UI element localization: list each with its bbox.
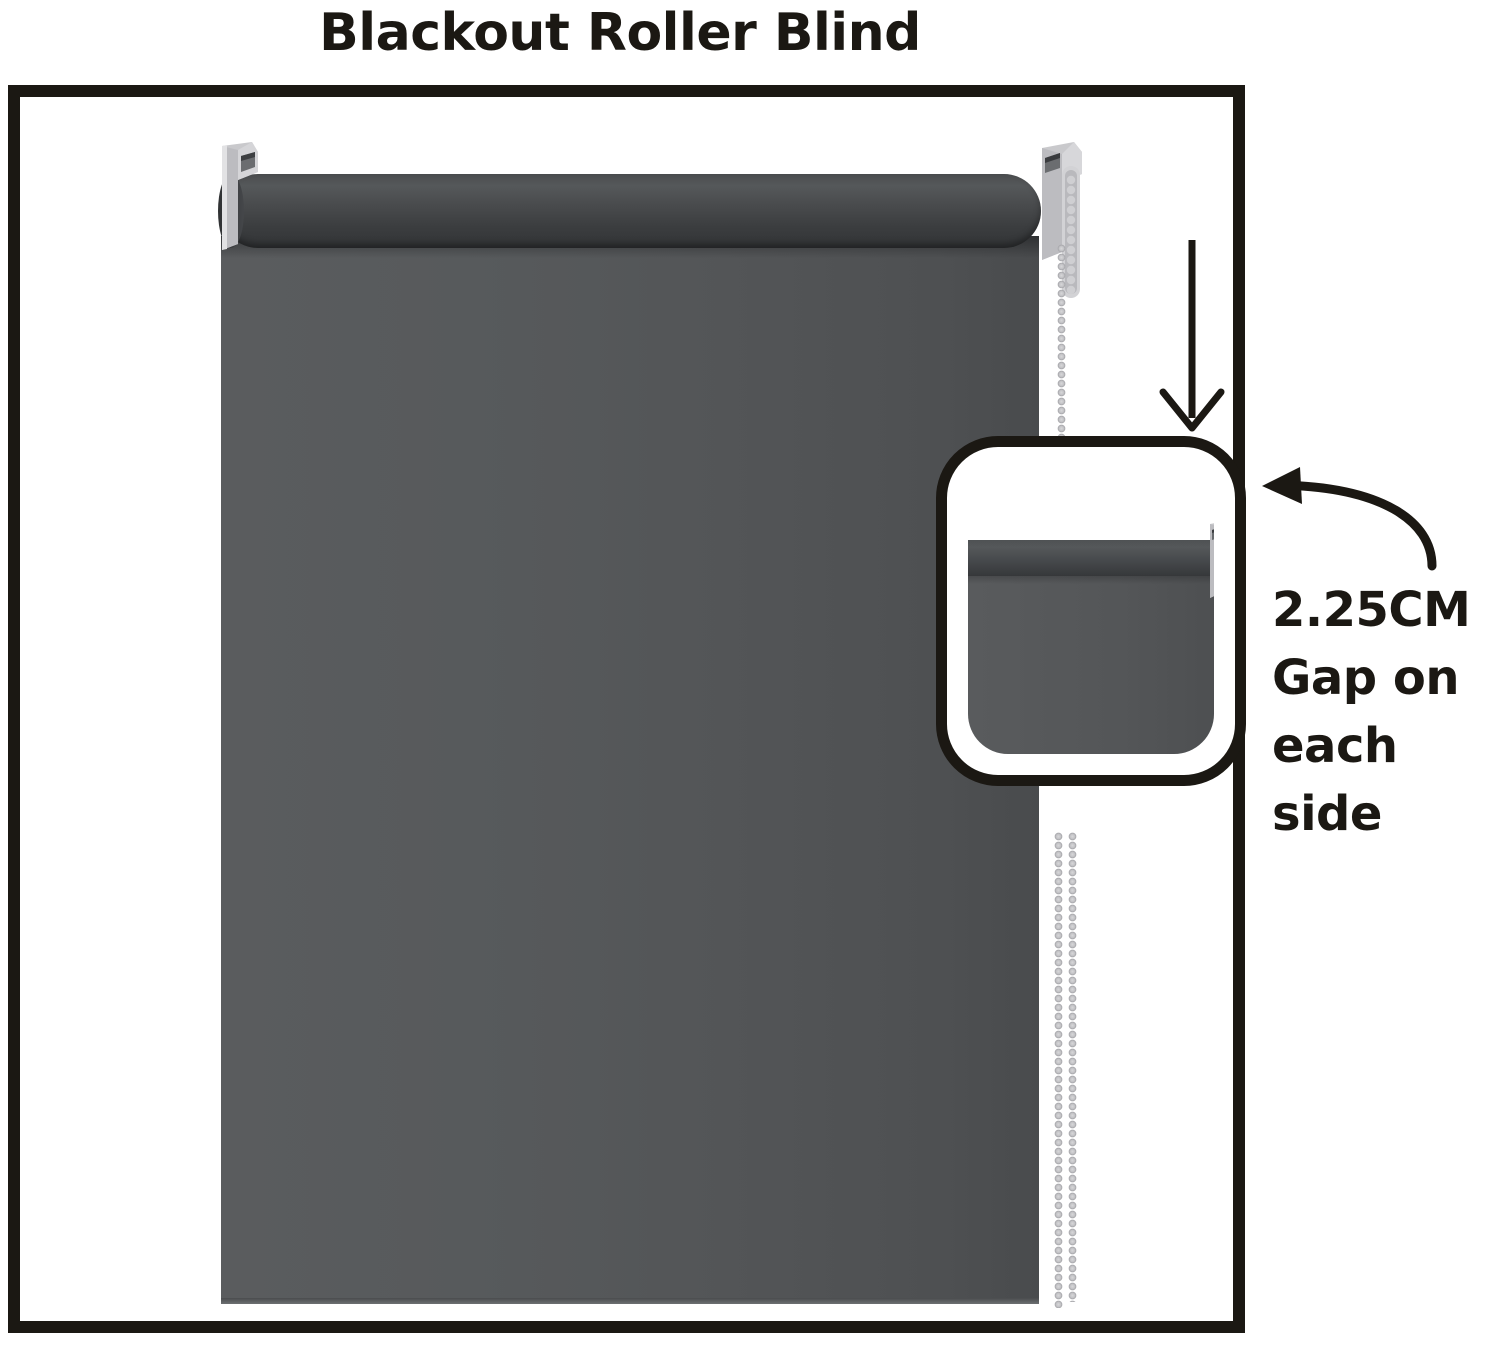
roller-blind-assembly <box>196 140 1082 1308</box>
roller-tube <box>221 174 1041 248</box>
blackout-fabric-panel <box>221 236 1039 1304</box>
gap-line-3: each <box>1272 718 1398 774</box>
inset-roller-tube <box>968 540 1214 576</box>
page-title: Blackout Roller Blind <box>319 3 921 63</box>
inset-mounting-bracket <box>1206 518 1214 633</box>
fabric-bottom-edge <box>221 1298 1039 1304</box>
magnifier-inset <box>936 436 1246 786</box>
magnifier-inset-content <box>958 458 1224 764</box>
gap-line-2: Gap on <box>1272 650 1460 706</box>
gap-line-4: side <box>1272 786 1382 842</box>
right-mounting-bracket <box>1034 140 1100 325</box>
bead-control-chain <box>1068 832 1077 1302</box>
curved-arrow-icon <box>1262 467 1437 571</box>
gap-measurement: 2.25CM <box>1272 582 1471 638</box>
inset-fabric-panel <box>968 568 1214 754</box>
gap-callout-text: 2.25CM Gap on each side <box>1272 576 1494 848</box>
left-mounting-bracket <box>208 140 268 265</box>
bead-control-chain <box>1057 244 1066 596</box>
bead-control-chain <box>1054 832 1063 1308</box>
window-frame <box>8 85 1245 1333</box>
